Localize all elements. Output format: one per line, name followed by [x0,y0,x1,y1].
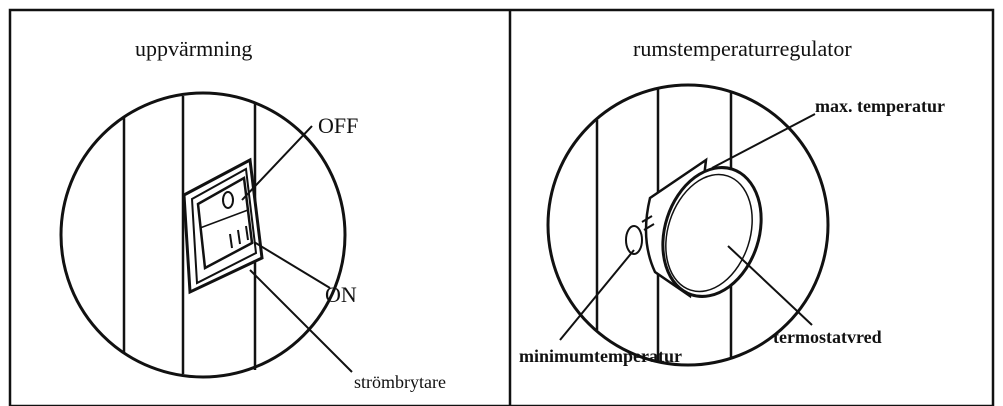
min-temperature-label: minimumtemperatur [519,346,682,366]
off-label: OFF [318,113,358,138]
max-temperature-label: max. temperatur [815,96,945,116]
left-panel-title: uppvärmning [135,36,252,61]
off-leader [242,126,312,200]
knob-min-stop [626,226,642,254]
on-leader [254,242,330,288]
thermostat-knob-label: termostatvred [773,327,882,347]
on-label: ON [325,282,357,307]
right-panel-title: rumstemperaturregulator [633,36,852,61]
left-panel: uppvärmning OFF ON strömbrytare [61,36,446,392]
thermostat-knob [626,155,777,310]
switch-label: strömbrytare [354,372,446,392]
power-switch [184,160,262,292]
knob-leader [728,246,812,325]
right-panel: rumstemperaturregulator max. temperatur … [519,36,945,366]
